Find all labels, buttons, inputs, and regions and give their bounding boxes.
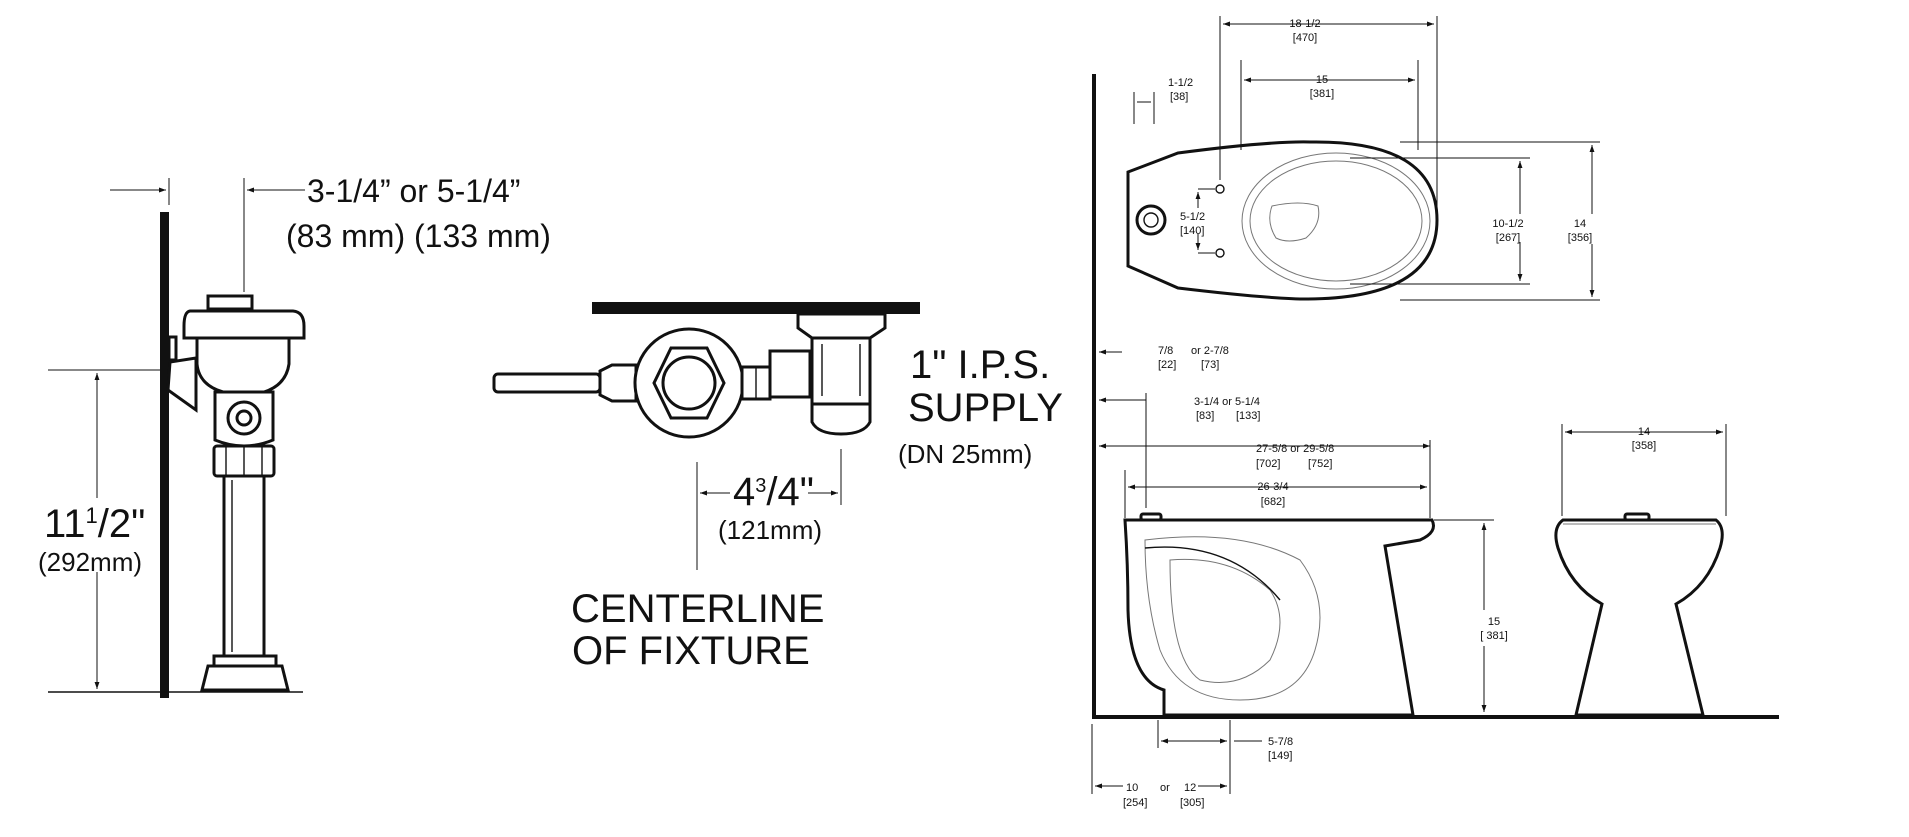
distance-whole: 4: [733, 470, 755, 514]
plan-bolt-mm: [140]: [1180, 225, 1204, 237]
side-rough-mm-b: [305]: [1180, 797, 1204, 809]
wall-plan: [592, 302, 920, 314]
side-spud-mm-a: [83]: [1196, 410, 1214, 422]
bowl-drawings: 18-1/2 [470] 15 [381] 1-1/2 [38] 5-1/2 […: [1091, 16, 1779, 809]
plan-outer-width-mm: [356]: [1568, 232, 1592, 244]
height-fraction-den: 2: [109, 502, 131, 546]
flush-valve-side: [166, 294, 306, 692]
supply-line1: 1" I.P.S.: [910, 343, 1050, 387]
distance-fraction-num: 3: [755, 475, 766, 497]
plan-bowl-length-mm: [381]: [1310, 88, 1334, 100]
side-rough-or: or: [1160, 782, 1170, 794]
plan-dimensions: [1133, 16, 1600, 301]
side-rough-a: 10: [1126, 782, 1138, 794]
side-rough-mm-a: [254]: [1123, 797, 1147, 809]
side-spud-mm-b: [133]: [1236, 410, 1260, 422]
side-wall-a-mm: [22]: [1158, 359, 1176, 371]
bowl-side-view: [1123, 512, 1435, 717]
offset-dimension: [110, 178, 305, 292]
height-inch-mark: ": [131, 502, 145, 546]
offset-metric: (83 mm) (133 mm): [286, 218, 551, 254]
height-metric: (292mm): [38, 547, 142, 577]
height-dimension: [48, 369, 160, 689]
distance-fraction-slash: /: [766, 470, 778, 514]
side-outlet-mm: [149]: [1268, 750, 1292, 762]
wall: [160, 212, 169, 698]
centerline-line1: CENTERLINE: [571, 587, 824, 631]
plan-bolt: 5-1/2: [1180, 211, 1205, 223]
side-spud: 3-1/4 or 5-1/4: [1194, 396, 1260, 408]
height-fraction-num: 1: [86, 503, 98, 528]
distance-metric: (121mm): [718, 515, 822, 545]
height-whole: 11: [44, 502, 86, 546]
front-width-mm: [358]: [1632, 440, 1656, 452]
plan-inlet-mm: [38]: [1170, 91, 1188, 103]
height-fraction-slash: /: [98, 502, 110, 546]
height-label: 111/2": [44, 502, 145, 546]
bowl-front-view: [1554, 512, 1724, 717]
supply-metric: (DN 25mm): [898, 439, 1032, 469]
centerline-line2: OF FIXTURE: [572, 629, 810, 673]
centerline-dimension: [696, 449, 842, 570]
side-length2-mm: [682]: [1261, 496, 1285, 508]
plan-overall: 18-1/2: [1289, 18, 1320, 30]
side-length2: 26-3/4: [1257, 481, 1288, 493]
side-wall-b-mm: [73]: [1201, 359, 1219, 371]
distance-label: 43/4": [733, 470, 814, 514]
valve-side-view: 3-1/4” or 5-1/4” (83 mm) (133 mm) 111/2"…: [38, 173, 551, 698]
plan-inner-width-mm: [267]: [1496, 232, 1520, 244]
plan-bowl-length: 15: [1316, 74, 1328, 86]
side-wall-b: or 2-7/8: [1191, 345, 1229, 357]
bowl-floor: [1092, 715, 1779, 719]
side-rough-b: 12: [1184, 782, 1196, 794]
plan-inner-width: 10-1/2: [1492, 218, 1523, 230]
plan-inlet: 1-1/2: [1168, 77, 1193, 89]
plan-outer-width: 14: [1574, 218, 1586, 230]
bowl-wall: [1092, 74, 1096, 716]
side-wall-a: 7/8: [1158, 345, 1173, 357]
distance-fraction-den: 4: [778, 470, 800, 514]
offset-label: 3-1/4” or 5-1/4”: [307, 173, 520, 209]
front-width: 14: [1638, 426, 1650, 438]
side-height: 15: [1488, 616, 1500, 628]
valve-top-view: 1" I.P.S. SUPPLY (DN 25mm) 43/4" (121mm)…: [492, 302, 1063, 673]
side-dimensions: [1091, 349, 1494, 794]
side-length: 27-5/8 or 29-5/8: [1256, 443, 1334, 455]
supply-line2: SUPPLY: [908, 386, 1063, 430]
side-length-mm-a: [702]: [1256, 458, 1280, 470]
side-height-mm: [ 381]: [1480, 630, 1508, 642]
bowl-plan-view: [1126, 140, 1439, 301]
side-outlet: 5-7/8: [1268, 736, 1293, 748]
front-dimensions: [1561, 424, 1727, 516]
side-length-mm-b: [752]: [1308, 458, 1332, 470]
flush-valve-plan: [492, 312, 887, 439]
distance-inch-mark: ": [800, 470, 814, 514]
plan-overall-mm: [470]: [1293, 32, 1317, 44]
